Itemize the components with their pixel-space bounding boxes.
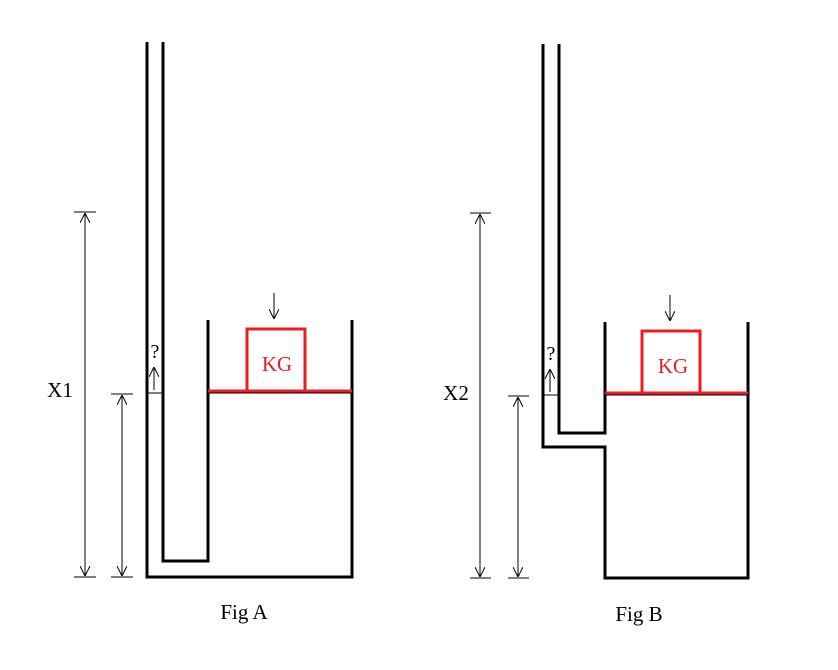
fig-b-vessel: [541, 44, 750, 580]
fig-b-unknown-label: ?: [547, 343, 556, 365]
fig-b-dimension-label: X2: [443, 381, 469, 405]
fig-b-caption: Fig B: [615, 602, 662, 626]
fig-a-unknown-label: ?: [151, 341, 160, 363]
fig-b: KG ? X2 Fig B: [443, 44, 750, 626]
fig-b-dimension-x2: [470, 212, 491, 579]
fig-b-dimension-level: [508, 395, 529, 579]
fig-a: KG ? X1 Fig A: [47, 42, 354, 624]
fig-a-dimension-label: X1: [47, 378, 73, 402]
fig-a-dimension-level: [111, 393, 133, 578]
fig-a-weight-label: KG: [262, 352, 292, 376]
fig-a-weight-block: [245, 327, 307, 391]
fig-a-caption: Fig A: [220, 600, 268, 624]
fig-b-weight-label: KG: [658, 354, 688, 378]
fig-a-vessel: [145, 42, 354, 579]
fig-a-dimension-x1: [74, 211, 96, 578]
fig-b-weight-block: [640, 329, 702, 393]
